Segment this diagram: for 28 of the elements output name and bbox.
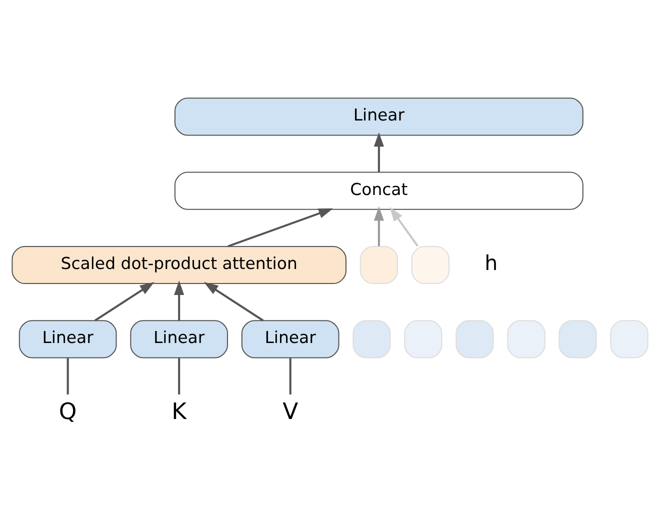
node-box [456, 320, 494, 358]
node-box [610, 320, 648, 358]
arrow [374, 206, 384, 246]
node-box [404, 320, 442, 358]
arrow [390, 206, 419, 247]
node-box: Linear [130, 320, 228, 358]
node-box [360, 246, 398, 284]
node-text: V [282, 399, 298, 426]
node-box: Concat [174, 172, 584, 210]
arrow [94, 282, 154, 322]
connector [66, 358, 69, 394]
connector [178, 358, 180, 394]
arrow [204, 282, 264, 322]
node-box [411, 246, 450, 284]
node-box: Linear [241, 320, 340, 358]
arrow [174, 280, 184, 320]
arrow [374, 132, 384, 172]
node-box: Linear [174, 98, 584, 136]
connector [289, 358, 292, 394]
node-box: Linear [18, 320, 117, 358]
node-box [558, 320, 597, 358]
node-text: K [172, 399, 187, 426]
node-box [352, 320, 391, 358]
node-box [507, 320, 546, 358]
node-box: Scaled dot-product attention [12, 246, 346, 284]
label: h [484, 251, 498, 276]
arrow [228, 208, 334, 248]
node-text: Q [58, 399, 77, 426]
